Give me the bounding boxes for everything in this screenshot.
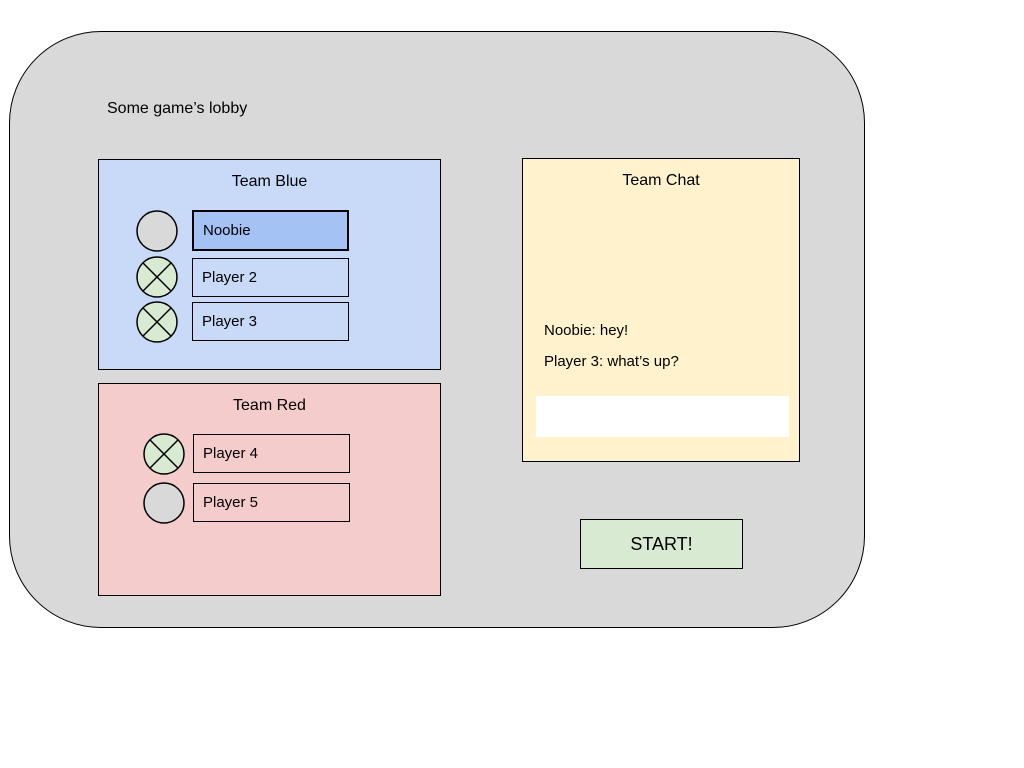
player-slot-player-2[interactable]: Player 2 xyxy=(192,258,349,297)
team-blue-panel: Team Blue Noobie Player 2 Player 3 xyxy=(98,159,441,370)
lobby-title: Some game’s lobby xyxy=(107,100,248,117)
player-name: Player 4 xyxy=(203,445,259,462)
player-name: Player 3 xyxy=(202,313,258,330)
player-slot-player-4[interactable]: Player 4 xyxy=(193,434,350,473)
player-slot-player-5[interactable]: Player 5 xyxy=(193,483,350,522)
ready-status-icon[interactable] xyxy=(143,482,185,524)
player-slot-noobie[interactable]: Noobie xyxy=(192,210,349,251)
chat-message: Player 3: what’s up? xyxy=(544,353,679,370)
ready-status-icon[interactable] xyxy=(136,256,178,298)
start-button[interactable]: START! xyxy=(580,519,743,569)
chat-message: Noobie: hey! xyxy=(544,322,629,339)
lobby-container: Some game’s lobby Team Blue Noobie Playe… xyxy=(9,31,865,628)
chat-input[interactable] xyxy=(536,396,789,437)
team-chat-title: Team Chat xyxy=(622,172,700,189)
ready-status-icon[interactable] xyxy=(136,301,178,343)
player-name: Player 5 xyxy=(203,494,259,511)
team-blue-title: Team Blue xyxy=(231,173,308,190)
team-red-panel: Team Red Player 4 Player 5 xyxy=(98,383,441,596)
player-name: Noobie xyxy=(203,222,251,239)
player-name: Player 2 xyxy=(202,269,258,286)
team-chat-panel: Team Chat Noobie: hey! Player 3: what’s … xyxy=(522,158,800,462)
team-red-title: Team Red xyxy=(233,397,306,414)
ready-status-icon[interactable] xyxy=(136,210,178,252)
ready-status-icon[interactable] xyxy=(143,433,185,475)
player-slot-player-3[interactable]: Player 3 xyxy=(192,302,349,341)
